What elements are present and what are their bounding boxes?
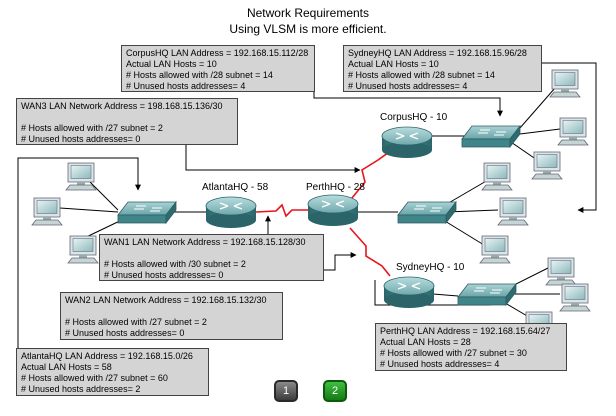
info-line: # Hosts allowed with /28 subnet = 14 (348, 70, 495, 80)
info-line: # Hosts allowed with /27 subnet = 30 (380, 348, 527, 358)
diagram-subtitle: Using VLSM is more efficient. (229, 22, 387, 36)
wan-links (255, 149, 393, 277)
info-line: Actual LAN Hosts = 28 (380, 337, 471, 347)
router-label-corpus: CorpusHQ - 10 (380, 112, 448, 123)
info-line: Actual LAN Hosts = 58 (21, 362, 112, 372)
info-line: Actual LAN Hosts = 10 (126, 59, 217, 69)
info-box-wan3: WAN3 LAN Network Address = 198.168.15.13… (16, 98, 238, 145)
info-line: Actual LAN Hosts = 10 (348, 59, 439, 69)
info-line: # Unused hosts addresses= 0 (104, 270, 224, 280)
switch-icon-atlanta (117, 201, 177, 224)
info-line: # Hosts allowed with /27 subnet = 60 (21, 373, 168, 383)
router-label-sydney: SydneyHQ - 10 (396, 262, 465, 273)
info-line (21, 112, 233, 123)
switch-icon-corpus (461, 125, 521, 148)
router-icon-perth (307, 194, 359, 227)
info-line: # Hosts allowed with /27 subnet = 2 (65, 317, 207, 327)
info-line: # Hosts allowed with /30 subnet = 2 (104, 259, 246, 269)
info-line: SydneyHQ LAN Address = 192.168.15.96/28 (348, 48, 527, 58)
info-line: # Unused hosts addresses= 4 (348, 81, 468, 91)
info-box-wan1: WAN1 LAN Network Address = 192.168.15.12… (99, 234, 324, 281)
switch-icon-perth (397, 201, 457, 224)
info-box-atlanta-lan: AtlantaHQ LAN Address = 192.168.15.0/26 … (16, 348, 209, 396)
router-icon-atlanta (205, 196, 257, 229)
info-box-sydney-lan: SydneyHQ LAN Address = 192.168.15.96/28 … (343, 45, 542, 92)
info-line: CorpusHQ LAN Address = 192.168.15.112/28 (126, 48, 309, 58)
info-line (104, 248, 319, 259)
router-icon-corpus (381, 126, 433, 159)
router-label-perth: PerthHQ - 28 (306, 182, 365, 193)
info-line: # Unused hosts addresses= 0 (21, 134, 141, 144)
info-line (65, 306, 278, 317)
annotation-lines (17, 62, 597, 349)
diagram-title: Network Requirements (246, 6, 370, 20)
info-line: # Unused hosts addresses= 2 (21, 384, 141, 394)
router-label-atlanta: AtlantaHQ - 58 (202, 182, 269, 193)
switch-icon-sydney (457, 283, 517, 306)
info-line: # Unused hosts addresses= 4 (380, 359, 500, 369)
info-box-perth-lan: PerthHQ LAN Address = 192.168.15.64/27 A… (375, 323, 567, 371)
info-line: # Hosts allowed with /28 subnet = 14 (126, 70, 273, 80)
step-1-button[interactable]: 1 (274, 380, 298, 402)
step-2-button[interactable]: 2 (323, 380, 347, 402)
info-box-corpus-lan: CorpusHQ LAN Address = 192.168.15.112/28… (121, 45, 315, 92)
info-line: WAN2 LAN Network Address = 192.168.15.13… (65, 295, 267, 305)
info-line: # Unused hosts addresses= 4 (126, 81, 246, 91)
router-icon-sydney (383, 276, 435, 309)
info-line: AtlantaHQ LAN Address = 192.168.15.0/26 (21, 351, 193, 361)
info-box-wan2: WAN2 LAN Network Address = 192.168.15.13… (60, 292, 283, 340)
info-line: WAN1 LAN Network Address = 192.168.15.12… (104, 237, 306, 247)
info-line: WAN3 LAN Network Address = 198.168.15.13… (21, 101, 223, 111)
info-line: # Unused hosts addresses= 0 (65, 328, 185, 338)
info-line: PerthHQ LAN Address = 192.168.15.64/27 (380, 326, 551, 336)
info-line: # Hosts allowed with /27 subnet = 2 (21, 123, 163, 133)
